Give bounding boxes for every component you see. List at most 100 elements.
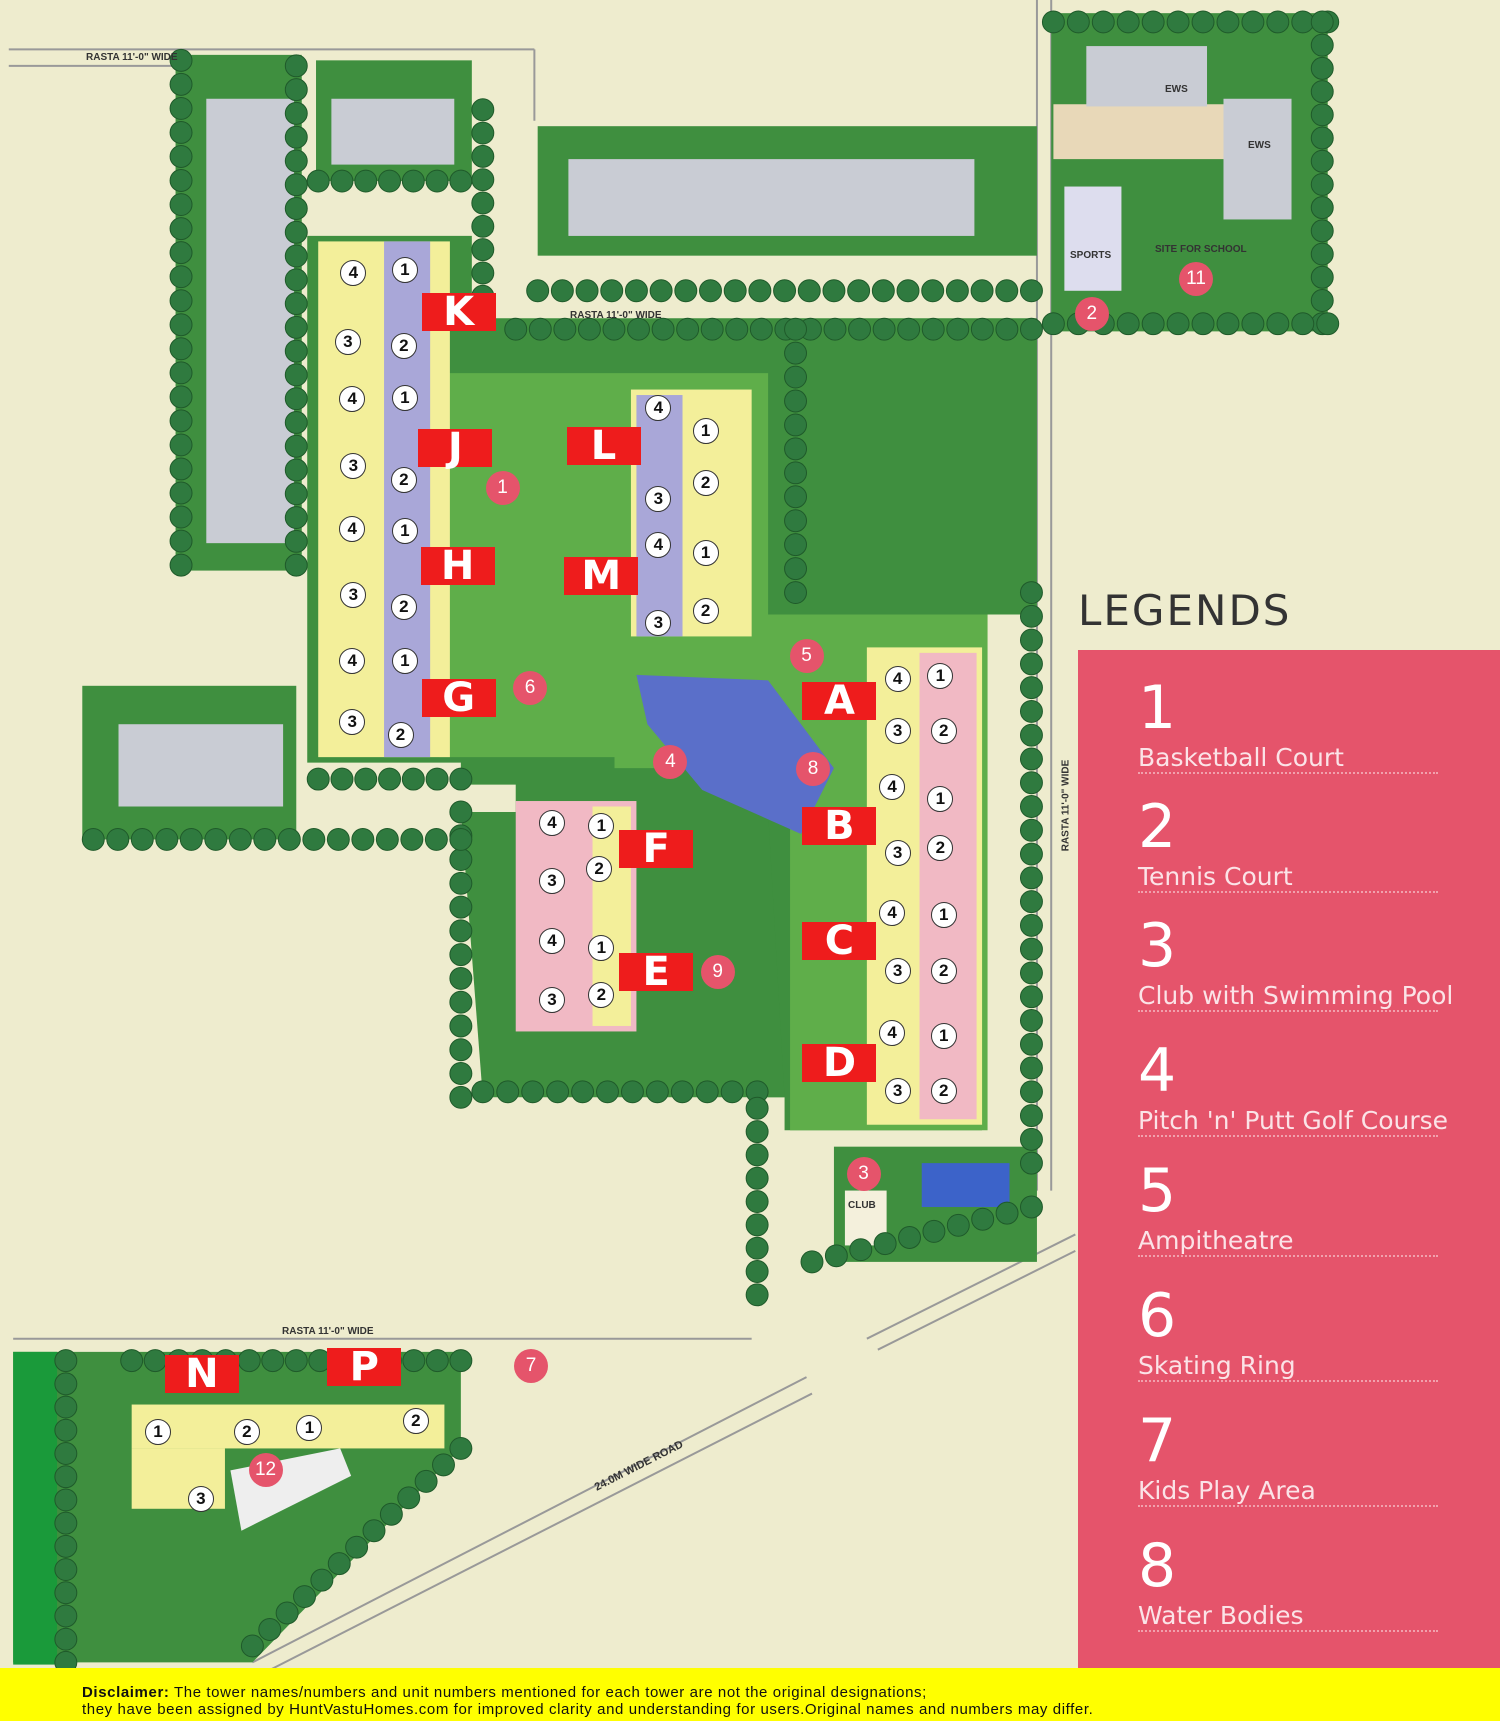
tree-icon xyxy=(921,317,945,341)
tree-icon xyxy=(800,1250,824,1274)
legend-label: Skating Ring xyxy=(1138,1351,1296,1380)
tree-icon xyxy=(745,1166,769,1190)
tree-icon xyxy=(970,279,994,303)
tree-icon xyxy=(169,241,193,265)
tree-icon xyxy=(1291,312,1315,336)
tree-icon xyxy=(897,317,921,341)
legend-label: Club with Swimming Pool xyxy=(1138,981,1454,1010)
tree-icon xyxy=(169,265,193,289)
unit-marker: 3 xyxy=(884,958,911,985)
tree-icon xyxy=(550,279,574,303)
tree-icon xyxy=(345,1535,369,1559)
tree-icon xyxy=(1141,312,1165,336)
unit-marker: 3 xyxy=(538,986,565,1013)
tree-icon xyxy=(258,1618,282,1641)
unit-marker: 4 xyxy=(538,809,565,836)
unit-marker: 2 xyxy=(586,856,613,883)
tree-icon xyxy=(1241,312,1265,336)
tree-icon xyxy=(169,337,193,361)
tree-icon xyxy=(284,434,308,458)
unit-marker: 4 xyxy=(879,899,906,926)
tree-icon xyxy=(284,149,308,173)
tree-icon xyxy=(306,767,330,791)
tree-icon xyxy=(971,1207,995,1231)
tree-icon xyxy=(284,101,308,125)
tree-icon xyxy=(1266,312,1290,336)
tree-icon xyxy=(1310,33,1334,57)
tower-label-l: L xyxy=(566,426,641,466)
tree-icon xyxy=(822,279,846,303)
water-body xyxy=(636,674,834,834)
block-np xyxy=(131,1404,445,1449)
tree-icon xyxy=(784,341,808,365)
tree-icon xyxy=(284,173,308,197)
tree-icon xyxy=(471,144,495,168)
road-edge xyxy=(271,1392,813,1668)
unit-marker: 1 xyxy=(692,540,719,567)
tree-icon xyxy=(1019,771,1043,795)
club-label: CLUB xyxy=(848,1200,876,1211)
tree-icon xyxy=(284,529,308,553)
tree-icon xyxy=(848,317,872,341)
tree-icon xyxy=(898,1226,922,1249)
tree-icon xyxy=(1166,10,1190,34)
amenity-marker: 6 xyxy=(512,671,547,705)
road-label: RASTA 11'-0" WIDE xyxy=(570,310,662,321)
tree-icon xyxy=(1241,10,1265,34)
tree-icon xyxy=(449,966,473,990)
legend-number: 3 xyxy=(1138,911,1177,981)
tree-icon xyxy=(1310,80,1334,104)
tree-icon xyxy=(872,317,896,341)
tower-label-n: N xyxy=(164,1354,239,1394)
road-edge xyxy=(877,1250,1076,1351)
tree-icon xyxy=(1291,10,1315,34)
tree-icon xyxy=(649,279,673,303)
disclaimer-bar: Disclaimer: The tower names/numbers and … xyxy=(0,1668,1500,1721)
tree-icon xyxy=(745,1260,769,1283)
tree-icon xyxy=(1041,10,1065,34)
tree-icon xyxy=(946,1213,970,1237)
ews-label: EWS xyxy=(1165,84,1188,95)
tree-icon xyxy=(1019,581,1043,605)
unit-marker: 3 xyxy=(645,610,672,637)
tree-icon xyxy=(1019,818,1043,842)
unit-marker: 2 xyxy=(390,593,417,620)
tree-icon xyxy=(1019,961,1043,985)
tree-icon xyxy=(1019,1127,1043,1151)
tree-icon xyxy=(120,1349,144,1373)
amenity-marker: 5 xyxy=(789,639,824,674)
tree-icon xyxy=(54,1604,78,1628)
tree-icon xyxy=(471,98,495,122)
unit-marker: 1 xyxy=(391,647,418,674)
road-label: RASTA 11'-0" WIDE xyxy=(282,1326,374,1337)
tree-icon xyxy=(354,767,378,791)
tree-icon xyxy=(946,317,970,341)
tree-icon xyxy=(330,767,354,791)
tree-icon xyxy=(745,1096,769,1120)
tower-label-g: G xyxy=(421,678,496,718)
tree-icon xyxy=(720,1080,744,1104)
tree-icon xyxy=(824,1244,848,1268)
tree-icon xyxy=(922,1219,946,1243)
legend-number: 2 xyxy=(1138,792,1177,862)
tree-icon xyxy=(745,1236,769,1260)
sports-label: SPORTS xyxy=(1070,250,1112,261)
tree-icon xyxy=(1266,10,1290,34)
tree-icon xyxy=(284,54,308,78)
tree-icon xyxy=(504,317,528,341)
tree-icon xyxy=(1310,196,1334,220)
tree-icon xyxy=(169,505,193,529)
unit-marker: 3 xyxy=(645,486,672,513)
tree-icon xyxy=(676,317,700,341)
unit-marker: 3 xyxy=(884,839,911,866)
tree-icon xyxy=(823,317,847,341)
villa-row xyxy=(568,159,975,236)
disclaimer-heading: Disclaimer: xyxy=(82,1684,170,1701)
tree-icon xyxy=(425,169,449,193)
towers-lm-units xyxy=(636,395,683,637)
tree-icon xyxy=(169,481,193,505)
legend-label: Pitch 'n' Putt Golf Course xyxy=(1138,1106,1449,1135)
tree-icon xyxy=(284,482,308,506)
tree-icon xyxy=(546,1080,570,1104)
tree-icon xyxy=(1019,913,1043,937)
